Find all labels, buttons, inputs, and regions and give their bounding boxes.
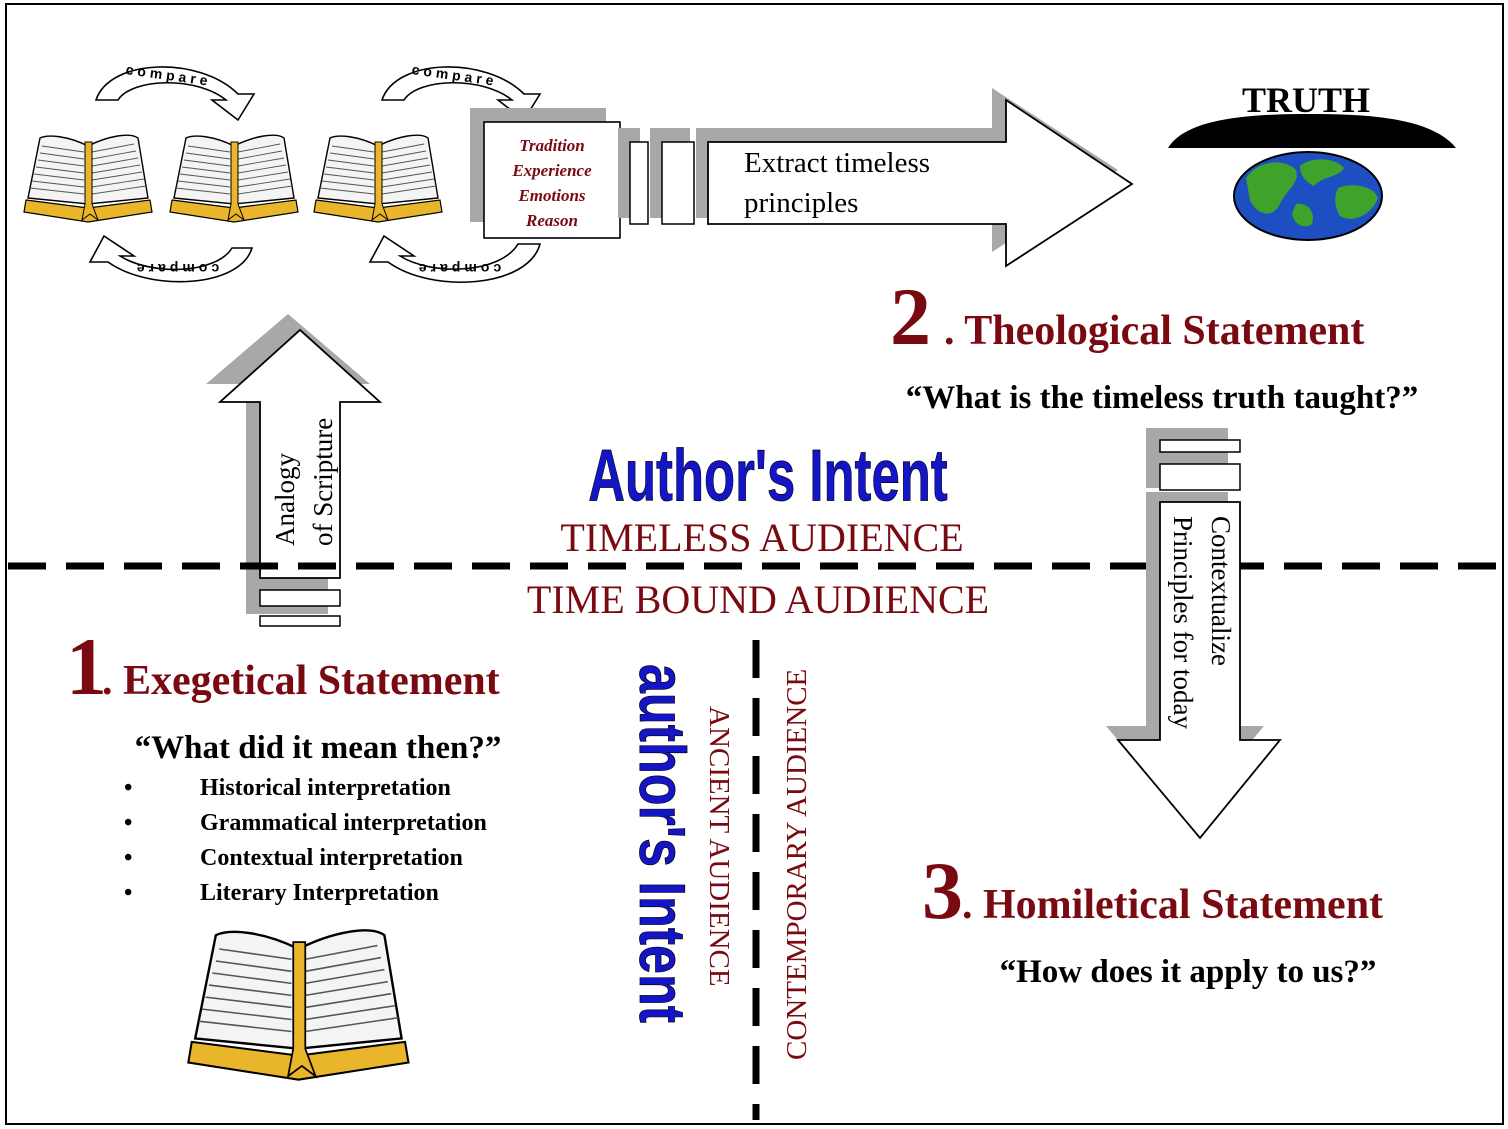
influence-item: Experience xyxy=(511,161,592,180)
theological-title: . Theological Statement xyxy=(944,308,1364,354)
influence-item: Tradition xyxy=(519,136,585,155)
analogy-label-line2: of Scripture xyxy=(308,418,338,546)
other-influences-box: Tradition Experience Emotions Reason xyxy=(470,108,621,239)
extract-arrow: Extract timeless principles xyxy=(618,88,1134,268)
analogy-arrow: Analogy of Scripture xyxy=(206,314,383,627)
outer-frame xyxy=(5,3,1504,1125)
homiletical-statement: 3 . Homiletical Statement “How does it a… xyxy=(922,845,1383,990)
extract-label-line2: principles xyxy=(744,187,858,219)
timeless-audience-label: TIMELESS AUDIENCE xyxy=(560,515,963,560)
method-item: Literary Interpretation xyxy=(200,880,439,906)
compare-label: compare xyxy=(415,261,501,277)
theological-question: “What is the timeless truth taught?” xyxy=(906,380,1418,416)
exegetical-statement: 1 . Exegetical Statement “What did it me… xyxy=(66,621,501,906)
compare-arrow-bottom-right: compare xyxy=(368,234,542,283)
bullet-icon: • xyxy=(124,845,132,871)
exegetical-title: . Exegetical Statement xyxy=(102,658,500,704)
step-number-3: 3 xyxy=(922,845,963,936)
bible-book-icon xyxy=(187,929,410,1081)
bible-book-icon xyxy=(169,134,299,223)
dome-shape xyxy=(1168,114,1456,148)
bible-book-icon xyxy=(23,134,153,223)
authors-intent-vertical: author's Intent xyxy=(626,664,698,1023)
method-item: Contextual interpretation xyxy=(200,845,463,871)
analogy-label-line1: Analogy xyxy=(270,453,300,546)
method-item: Grammatical interpretation xyxy=(200,810,487,836)
contemporary-audience-label: CONTEMPORARY AUDIENCE xyxy=(781,669,813,1060)
compare-arrow-bottom-left: compare xyxy=(88,234,254,283)
homiletical-title: . Homiletical Statement xyxy=(962,882,1383,928)
authors-intent-heading: Author's Intent xyxy=(588,435,947,516)
contextualize-arrow: Contextualize Principles for today xyxy=(1106,428,1282,840)
compare-label: compare xyxy=(133,261,219,277)
compare-arrow-top-left: compare xyxy=(94,61,256,122)
homiletical-question: “How does it apply to us?” xyxy=(1000,954,1377,990)
exegetical-question: “What did it mean then?” xyxy=(135,730,502,766)
bullet-icon: • xyxy=(124,810,132,836)
influence-item: Emotions xyxy=(517,186,585,205)
step-number-2: 2 xyxy=(890,271,931,362)
bullet-icon: • xyxy=(124,775,132,801)
extract-label-line1: Extract timeless xyxy=(744,147,930,179)
time-bound-audience-label: TIME BOUND AUDIENCE xyxy=(527,577,989,622)
contextualize-label-line2: Principles for today xyxy=(1168,516,1198,729)
bullet-icon: • xyxy=(124,880,132,906)
step-number-1: 1 xyxy=(66,621,107,712)
method-item: Historical interpretation xyxy=(200,775,451,801)
influence-item: Reason xyxy=(525,211,578,230)
truth-label: TRUTH xyxy=(1242,80,1370,120)
method-list: • Historical interpretation • Grammatica… xyxy=(124,775,487,906)
bible-book-icon xyxy=(313,134,443,223)
contextualize-label-line1: Contextualize xyxy=(1206,516,1236,666)
globe-icon xyxy=(1233,151,1383,241)
truth-group: TRUTH xyxy=(1168,80,1456,241)
theological-statement: 2 . Theological Statement “What is the t… xyxy=(890,271,1418,416)
scripture-books-row xyxy=(23,134,443,223)
ancient-audience-label: ANCIENT AUDIENCE xyxy=(703,706,735,987)
